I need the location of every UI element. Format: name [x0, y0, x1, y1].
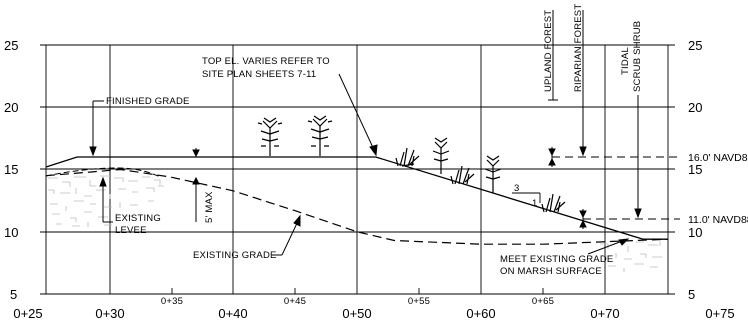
elevation-label-lower: 11.0' NAVD88 — [688, 214, 748, 226]
tree-icon — [432, 137, 450, 174]
x-axis-major: 0+25 0+30 0+40 0+50 0+60 0+70 0+75 — [13, 306, 734, 321]
max-height-label: 5' MAX — [204, 191, 215, 223]
zone-label-tidal-line2: SCRUB SHRUB — [632, 21, 643, 92]
x-tick-label: 0+70 — [590, 306, 619, 321]
top-elevation-callout — [338, 73, 378, 157]
minor-ticks — [171, 288, 544, 294]
elevation-label-upper: 16.0' NAVD88 — [688, 152, 748, 164]
zone-leaders — [548, 10, 642, 219]
slope-rise-label: 1 — [532, 198, 537, 209]
y-tick-label-left: 20 — [4, 100, 18, 115]
x-axis-minor: 0+35 0+45 0+55 0+65 — [161, 296, 554, 307]
existing-grade-label: EXISTING GRADE — [193, 250, 277, 261]
y-tick-label-right: 10 — [688, 225, 702, 240]
tree-icon — [484, 155, 502, 193]
y-tick-label-right: 15 — [688, 162, 702, 177]
existing-levee-label-line1: EXISTING — [115, 213, 161, 224]
meet-grade-label-line2: ON MARSH SURFACE — [500, 266, 602, 277]
top-elevation-label-line2: SITE PLAN SHEETS 7-11 — [202, 69, 316, 80]
levee-top-profile — [45, 167, 161, 178]
vegetation — [257, 115, 566, 213]
meet-grade-label-line1: MEET EXISTING GRADE — [500, 254, 613, 265]
x-tick-label: 0+50 — [342, 306, 371, 321]
y-tick-label-right: 5 — [688, 287, 695, 302]
y-tick-label-left: 5 — [10, 287, 17, 302]
existing-levee-label-line2: LEVEE — [115, 225, 147, 236]
shrub-icon — [541, 193, 566, 213]
chart-series — [45, 156, 669, 245]
y-tick-label-left: 15 — [4, 162, 18, 177]
max-height-dimension — [192, 148, 200, 222]
finished-grade-callout — [89, 100, 104, 157]
y-tick-label-left: 25 — [4, 38, 18, 53]
y-tick-label-right: 25 — [688, 38, 702, 53]
x-minor-tick-label: 0+55 — [408, 296, 430, 307]
x-tick-label: 0+25 — [13, 306, 42, 321]
slope-run-label: 3 — [514, 183, 519, 194]
existing-levee-hatch — [48, 175, 164, 227]
x-tick-label: 0+40 — [218, 306, 247, 321]
tree-icon — [257, 117, 283, 156]
y-tick-label-right: 20 — [688, 100, 702, 115]
finished-grade-line — [45, 156, 668, 240]
zone-label-riparian-forest: RIPARIAN FOREST — [573, 4, 584, 92]
x-minor-tick-label: 0+35 — [161, 296, 183, 307]
x-tick-label: 0+60 — [466, 306, 495, 321]
existing-grade-callout — [272, 214, 301, 256]
y-axis-right: 25 20 15 10 5 — [688, 38, 702, 302]
shrub-icon — [450, 165, 475, 185]
y-axis-left: 25 20 15 10 5 — [4, 38, 18, 302]
x-minor-tick-label: 0+45 — [284, 296, 306, 307]
top-elevation-label-line1: TOP EL. VARIES REFER TO — [202, 56, 330, 67]
finished-grade-label: FINISHED GRADE — [106, 96, 190, 107]
zone-label-tidal-line1: TIDAL — [620, 47, 631, 75]
y-tick-label-left: 10 — [4, 225, 18, 240]
slope-indicator — [512, 192, 541, 203]
tree-icon — [307, 115, 333, 156]
x-tick-label: 0+75 — [705, 306, 734, 321]
grid — [40, 44, 675, 295]
elevation-dimension-marks — [548, 147, 587, 229]
existing-levee-callout — [99, 176, 113, 223]
x-tick-label: 0+30 — [95, 306, 124, 321]
meet-grade-callout — [587, 238, 630, 255]
zone-label-upland-forest: UPLAND FOREST — [543, 10, 554, 92]
x-minor-tick-label: 0+65 — [532, 296, 554, 307]
shrub-icon — [395, 147, 420, 167]
